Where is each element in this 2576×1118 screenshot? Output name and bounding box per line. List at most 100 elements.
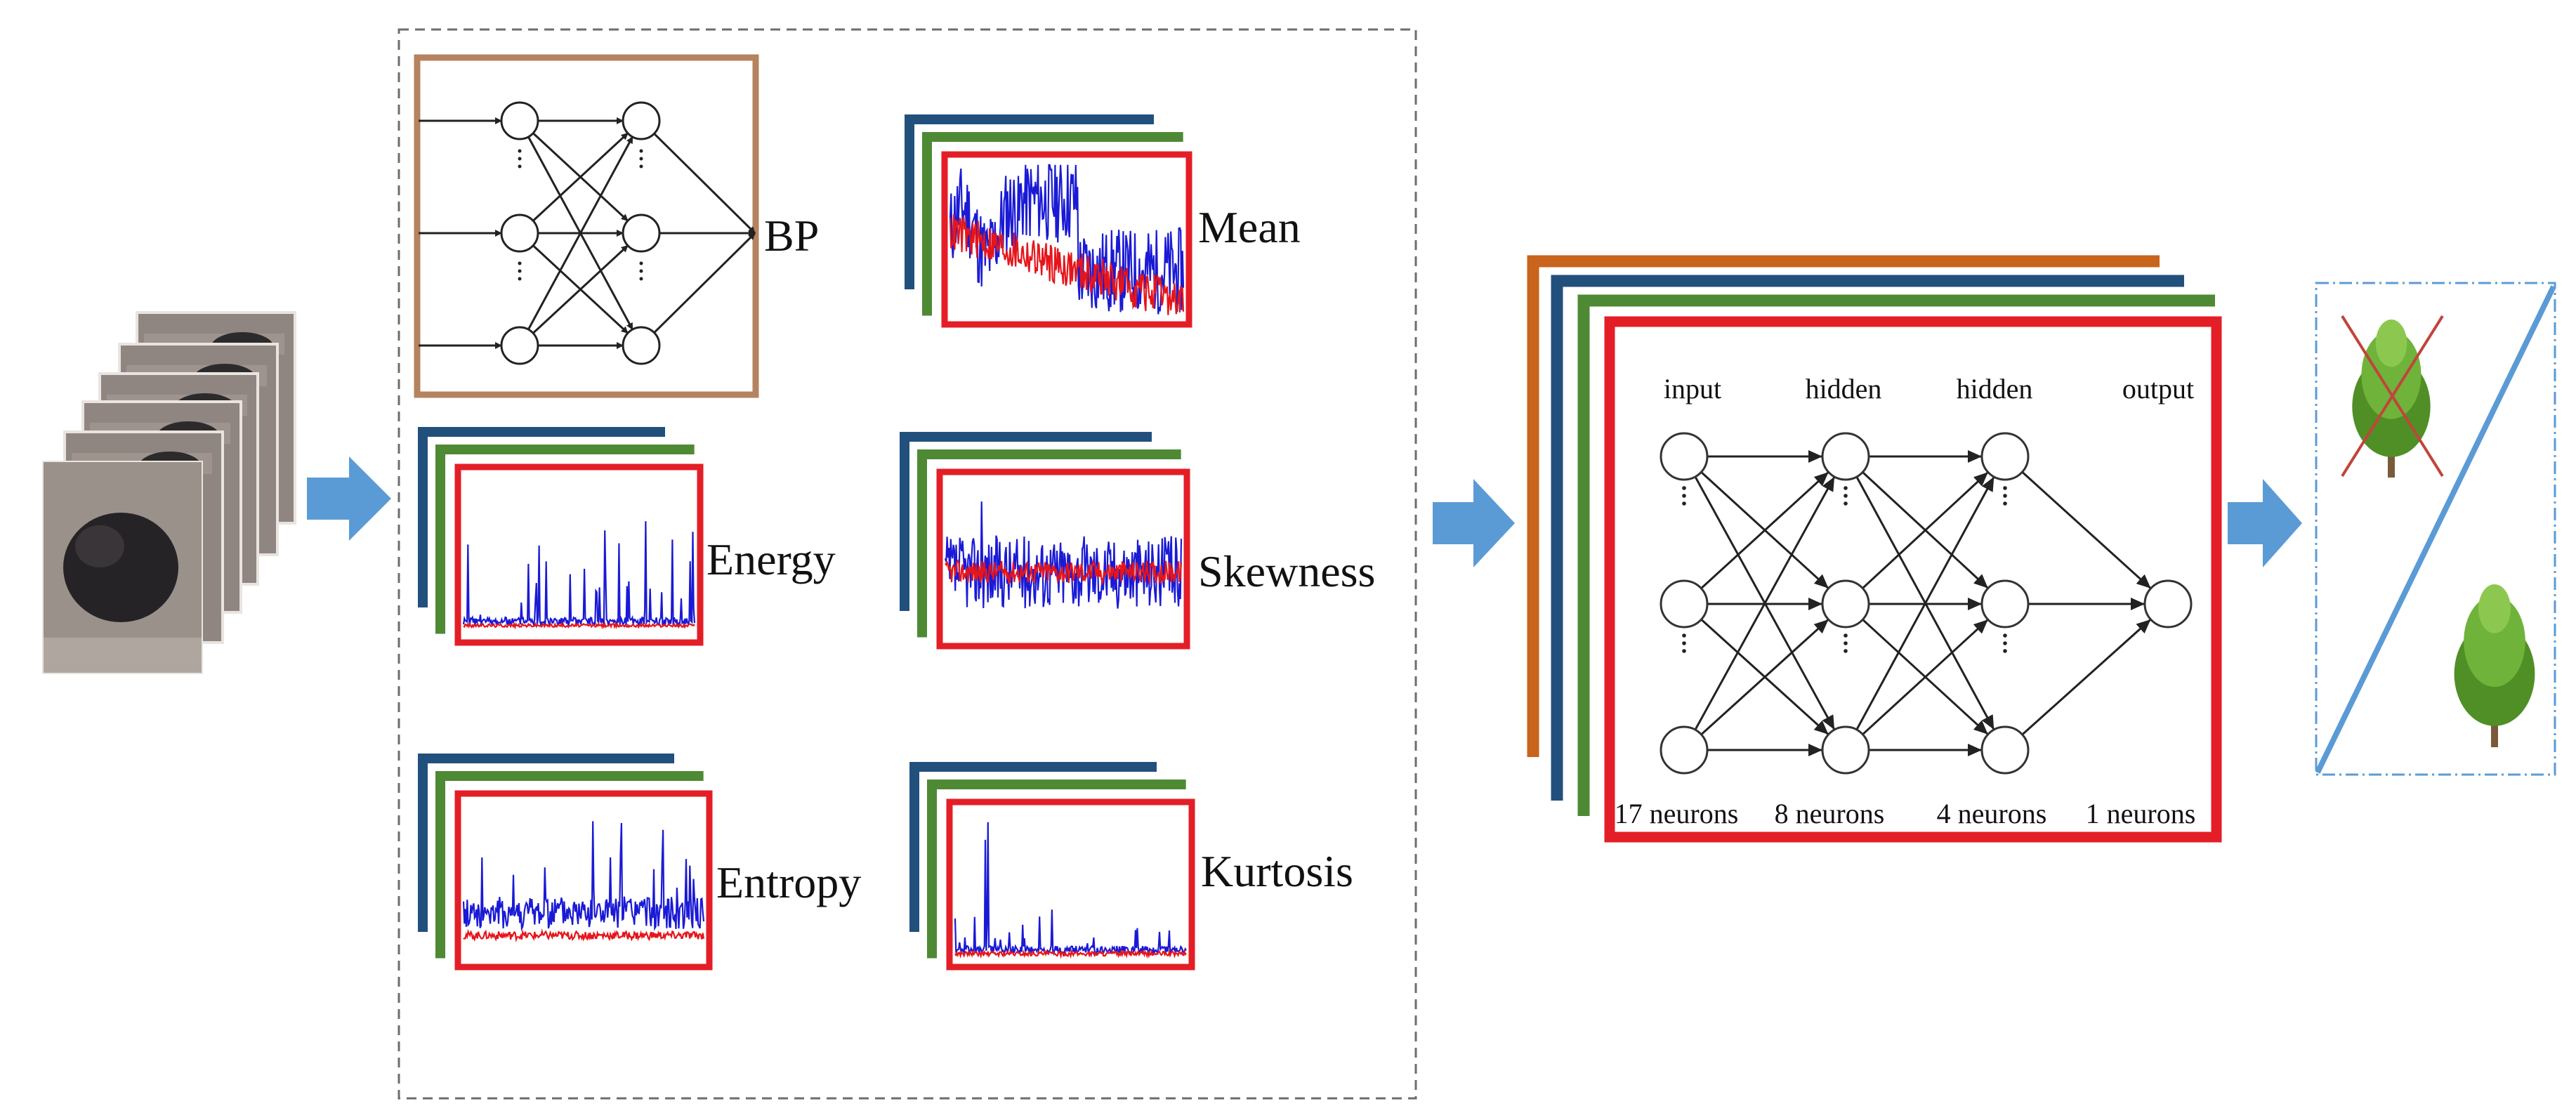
entropy-label: Entropy xyxy=(716,857,861,907)
kurtosis-chart-stack xyxy=(909,762,1195,971)
layer-count-input: 17 neurons xyxy=(1615,798,1739,829)
red-signal-line xyxy=(463,928,705,942)
blue-signal-line xyxy=(954,822,1187,957)
feature-panel-border xyxy=(397,28,1417,1100)
image-patch xyxy=(42,461,203,674)
mean-chart-stack xyxy=(905,114,1192,328)
layer-count-hidden-1: 8 neurons xyxy=(1775,798,1885,829)
stack-layer-green xyxy=(435,445,695,634)
network-ellipsis-dot xyxy=(1844,494,1848,498)
flow-arrow-1 xyxy=(307,456,391,541)
blue-signal-line xyxy=(462,521,696,628)
layer-title-output: output xyxy=(2122,373,2194,405)
network-connection xyxy=(1862,471,1989,589)
network-node xyxy=(1980,432,2030,481)
network-ellipsis-dot xyxy=(1682,494,1686,498)
cross-line xyxy=(2341,315,2444,478)
energy-label: Energy xyxy=(707,534,836,584)
network-ellipsis-dot xyxy=(2003,633,2007,638)
network-connection xyxy=(1862,619,1989,735)
bp-output-arrow xyxy=(653,232,756,334)
network-ellipsis-dot xyxy=(2003,494,2007,498)
flow-arrow-2 xyxy=(1433,479,1515,567)
network-ellipsis-dot xyxy=(2003,649,2007,653)
tree-crown-middle xyxy=(2464,596,2525,688)
chart-frame xyxy=(454,463,704,646)
flow-arrow-3 xyxy=(2228,479,2302,567)
layer-title-input: input xyxy=(1664,373,1721,405)
stack-layer-navy xyxy=(909,762,1157,932)
bp-ellipsis-dot xyxy=(518,277,522,281)
tree-crown-top xyxy=(2375,320,2407,367)
skewness-chart-stack xyxy=(900,432,1190,650)
bp-label: BP xyxy=(764,211,819,261)
stack-layer-green xyxy=(1577,294,2215,816)
chart-frame xyxy=(454,790,713,971)
mean-label: Mean xyxy=(1198,202,1301,252)
bp-output-arrow xyxy=(653,133,756,235)
stack-layer-navy xyxy=(905,114,1154,289)
stack-layer-green xyxy=(927,780,1186,959)
tree-trunk xyxy=(2388,449,2395,478)
bp-ellipsis-dot xyxy=(518,157,522,161)
front-patch-tree-crown xyxy=(63,513,178,622)
network-connection xyxy=(2021,471,2152,589)
output-frame xyxy=(2315,282,2556,776)
bp-ellipsis-dot xyxy=(518,149,522,153)
front-patch-road xyxy=(44,638,202,673)
bp-node xyxy=(500,101,539,140)
bp-node xyxy=(500,326,539,365)
layer-count-hidden-2: 4 neurons xyxy=(1937,798,2047,829)
network-ellipsis-dot xyxy=(1844,633,1848,638)
bp-ellipsis-dot xyxy=(639,157,643,161)
output-divider xyxy=(2315,285,2556,774)
bp-network-panel: BP xyxy=(414,54,819,398)
network-node xyxy=(1980,725,2030,775)
classifier-network: input hidden hidden output 17 neurons 8 … xyxy=(1527,255,2222,843)
red-signal-line xyxy=(463,621,695,630)
stack-layer-navy xyxy=(900,432,1152,611)
bp-connection xyxy=(532,132,629,222)
blue-signal-line xyxy=(462,821,705,932)
skewness-label: Skewness xyxy=(1198,546,1375,596)
network-node xyxy=(1821,579,1870,629)
kurtosis-label: Kurtosis xyxy=(1201,846,1353,896)
bp-node xyxy=(622,326,661,365)
tree-crown-top xyxy=(2478,584,2511,633)
network-node xyxy=(2143,579,2193,629)
stack-layer-navy xyxy=(1551,275,2184,801)
network-ellipsis-dot xyxy=(1844,486,1848,490)
tree-icon xyxy=(2454,584,2535,747)
stack-layer-navy xyxy=(418,754,674,932)
red-signal-line xyxy=(954,948,1187,959)
bp-ellipsis-dot xyxy=(518,269,522,273)
front-patch-tree-highlight xyxy=(75,525,124,567)
network-ellipsis-dot xyxy=(1682,501,1686,506)
entropy-chart-stack xyxy=(418,754,713,971)
tree-crossed-icon xyxy=(2341,315,2444,478)
output-panel xyxy=(2315,282,2556,776)
red-signal-line xyxy=(945,558,1183,586)
network-ellipsis-dot xyxy=(1844,641,1848,645)
layer-count-output: 1 neurons xyxy=(2086,798,2196,829)
bp-node xyxy=(500,213,539,253)
network-ellipsis-dot xyxy=(2003,641,2007,645)
network-connection xyxy=(1694,476,1836,730)
bp-ellipsis-dot xyxy=(639,149,643,153)
layer-title-hidden-1: hidden xyxy=(1806,373,1882,405)
network-node xyxy=(1980,579,2030,629)
red-signal-line xyxy=(949,214,1185,315)
network-ellipsis-dot xyxy=(1682,633,1686,638)
bp-ellipsis-dot xyxy=(639,269,643,273)
network-connection xyxy=(1855,476,1995,730)
network-connection xyxy=(1700,619,1829,735)
network-ellipsis-dot xyxy=(1682,641,1686,645)
stack-layer-orange xyxy=(1527,255,2160,757)
bp-ellipsis-dot xyxy=(639,261,643,265)
tree-crown-middle xyxy=(2361,330,2421,419)
stack-layer-green xyxy=(922,132,1183,316)
bp-connection xyxy=(527,136,633,330)
network-node xyxy=(1821,432,1870,481)
network-ellipsis-dot xyxy=(1844,649,1848,653)
network-connection xyxy=(2021,618,2152,736)
